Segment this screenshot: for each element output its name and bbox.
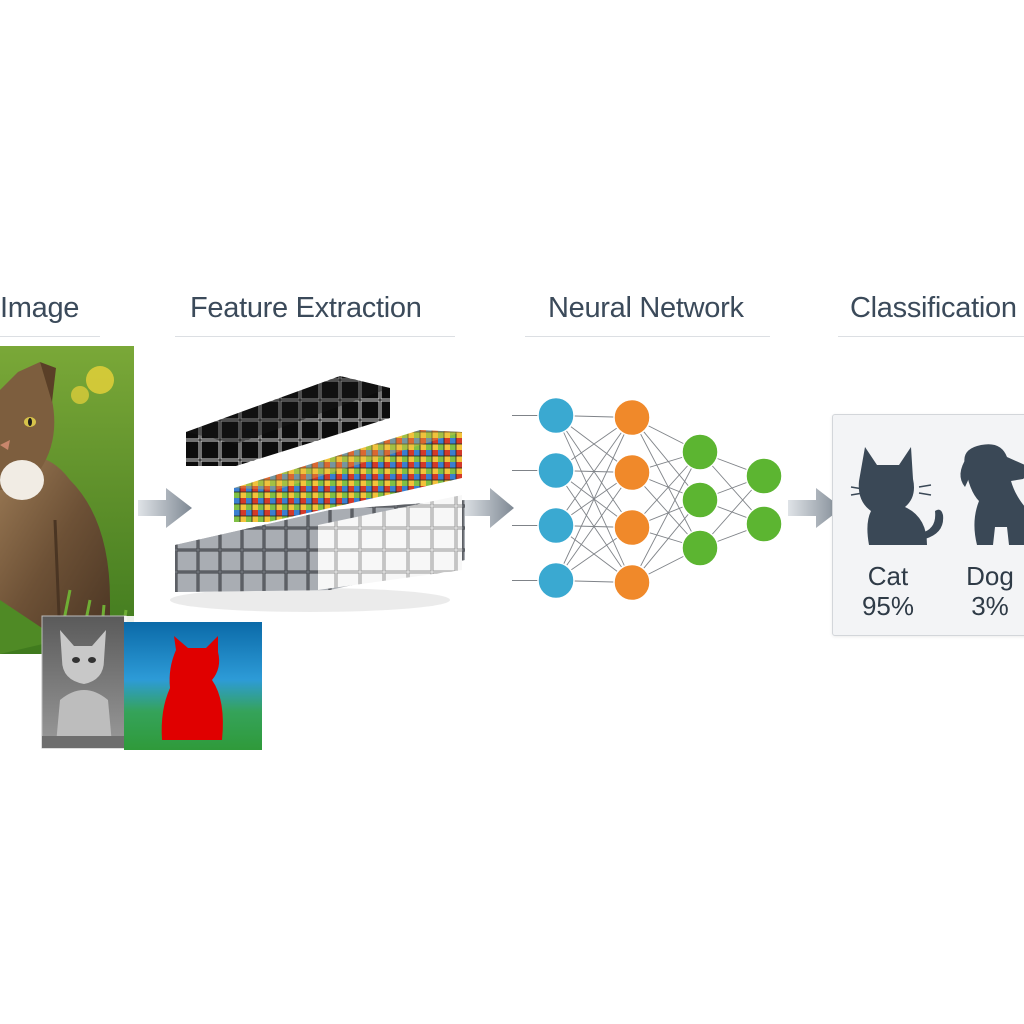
network-node [681, 481, 719, 519]
network-node [681, 433, 719, 471]
network-node [613, 398, 651, 437]
stage-title-image: Image [0, 292, 80, 324]
network-node [681, 529, 719, 567]
segmentation-mask-image [124, 616, 262, 750]
input-cat-photo [0, 346, 134, 654]
feature-map-stack [170, 376, 465, 612]
network-node [613, 563, 651, 602]
network-node [537, 451, 575, 490]
network-node [613, 508, 651, 547]
network-connection [555, 472, 633, 581]
network-node [745, 457, 783, 495]
network-node [537, 561, 575, 600]
dog-silhouette-icon [960, 444, 1024, 545]
classification-result-panel: Cat 95% Dog 3% [832, 414, 1024, 636]
stage-title-neural-network: Neural Network [548, 292, 744, 324]
network-node [745, 505, 783, 543]
stage-title-classification: Classification [850, 292, 1017, 324]
title-divider [0, 336, 100, 337]
network-node [537, 396, 575, 435]
class-label-cat: Cat [867, 561, 909, 591]
cat-silhouette-icon [850, 447, 944, 545]
title-divider [525, 336, 770, 337]
network-node [537, 506, 575, 545]
arrow-icon [138, 488, 192, 528]
network-connection [555, 417, 633, 526]
class-label-dog: Dog [966, 561, 1014, 591]
network-connection [631, 451, 701, 583]
network-connection [631, 417, 701, 549]
arrow-icon [788, 488, 842, 528]
neural-network-graph [512, 396, 783, 602]
arrow-icon [462, 488, 514, 528]
stage-title-feature-extraction: Feature Extraction [190, 292, 422, 324]
network-connection [555, 417, 633, 581]
network-node [613, 453, 651, 492]
title-divider [175, 336, 455, 337]
title-divider [838, 336, 1024, 337]
class-probability-cat: 95% [861, 591, 915, 621]
class-probability-dog: 3% [971, 591, 1009, 621]
grayscale-cat-photo [41, 615, 127, 749]
